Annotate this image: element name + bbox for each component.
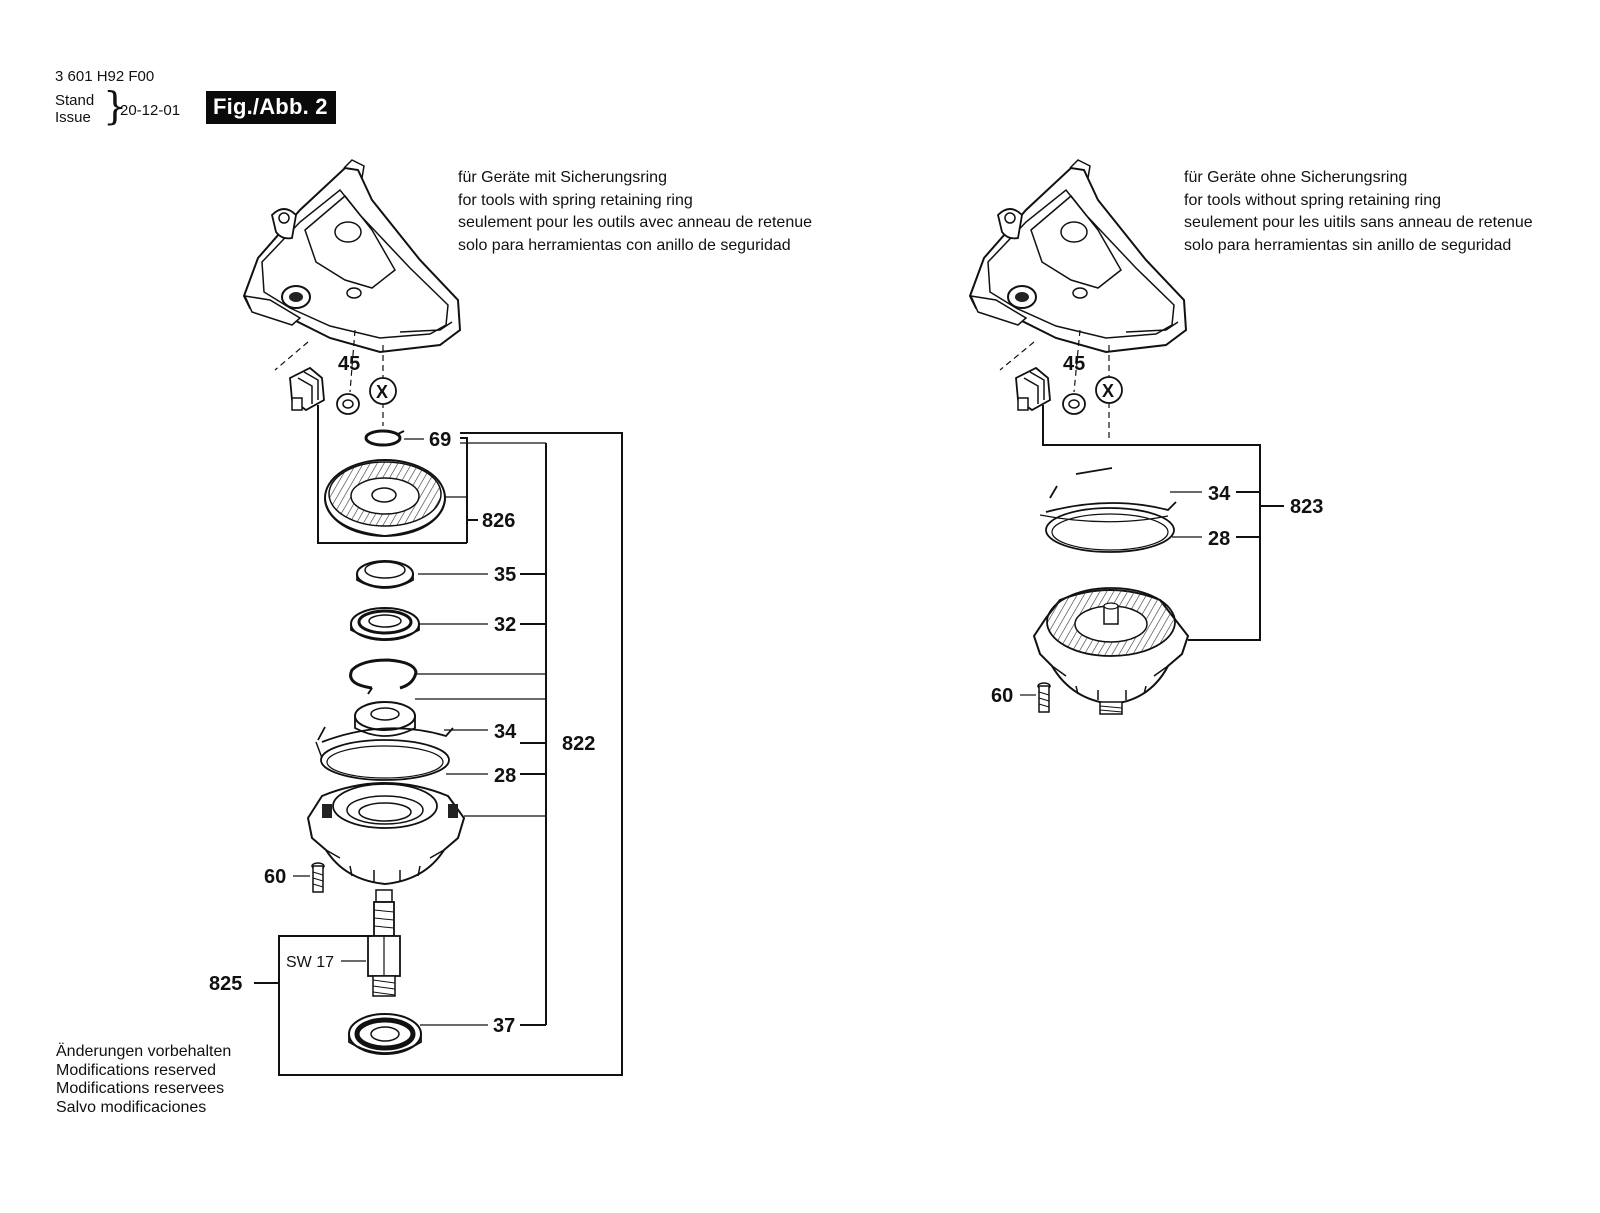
right-part-gear-flange-assembly xyxy=(1032,587,1190,715)
left-label-35: 35 xyxy=(494,564,516,586)
left-note-line-es: solo para herramientas con anillo de seg… xyxy=(458,236,791,254)
footer-line-fr: Modifications reservees xyxy=(56,1080,225,1097)
left-label-37: 37 xyxy=(493,1015,515,1037)
left-part-45-nut xyxy=(336,393,360,415)
left-part-32-bearing-seal xyxy=(350,607,420,641)
right-label-34: 34 xyxy=(1208,483,1231,505)
left-label-28: 28 xyxy=(494,765,516,787)
left-label-60: 60 xyxy=(264,866,286,888)
right-callout-x: X xyxy=(1102,381,1114,401)
left-label-32: 32 xyxy=(494,614,516,636)
right-part-28-ring xyxy=(1045,507,1175,553)
left-label-822: 822 xyxy=(562,733,595,755)
left-callout-x: X xyxy=(376,382,388,402)
issue-date: 20-12-01 xyxy=(120,102,181,119)
left-gear-housing xyxy=(242,159,462,354)
footer-disclaimer: Änderungen vorbehalten Modifications res… xyxy=(56,1043,231,1117)
left-part-28-ring xyxy=(320,739,450,781)
left-part-35-ring xyxy=(356,560,414,589)
left-part-bearing-flange xyxy=(306,782,466,886)
right-note-line-es: solo para herramientas sin anillo de seg… xyxy=(1184,236,1512,254)
left-label-825: 825 xyxy=(209,973,242,995)
right-note-line-en: for tools without spring retaining ring xyxy=(1184,191,1442,209)
right-part-34-spring xyxy=(1039,467,1177,523)
left-part-826-bevel-gear xyxy=(324,459,446,537)
right-label-823: 823 xyxy=(1290,496,1323,518)
left-note-line-fr: seulement pour les outils avec anneau de… xyxy=(458,214,813,231)
left-label-45: 45 xyxy=(338,353,360,375)
left-part-60-screw xyxy=(311,862,325,893)
right-label-45: 45 xyxy=(1063,353,1085,375)
left-part-34-spring xyxy=(315,726,454,759)
left-part-45-pinion xyxy=(289,366,325,412)
right-label-28: 28 xyxy=(1208,528,1230,550)
left-part-37-bearing xyxy=(348,1013,422,1055)
left-part-69-ring xyxy=(364,429,405,447)
left-label-sw17: SW 17 xyxy=(286,954,334,971)
left-part-circlip xyxy=(349,658,418,695)
left-callout-x-circle xyxy=(369,377,397,405)
right-part-60-screw xyxy=(1037,682,1051,713)
left-note-line-de: für Geräte mit Sicherungsring xyxy=(458,169,667,186)
left-label-69: 69 xyxy=(429,429,451,451)
right-callout-x-circle xyxy=(1095,376,1123,404)
right-gear-housing xyxy=(968,159,1188,354)
right-note-line-fr: seulement pour les uitils sans anneau de… xyxy=(1184,214,1533,231)
footer-line-en: Modifications reserved xyxy=(56,1061,217,1079)
left-label-826: 826 xyxy=(482,510,515,532)
right-part-45-nut xyxy=(1062,393,1086,415)
footer-line-es: Salvo modificaciones xyxy=(56,1098,207,1116)
left-part-spindle xyxy=(367,889,401,997)
stand-issue-label: Stand Issue xyxy=(55,92,94,126)
right-note-line-de: für Geräte ohne Sicherungsring xyxy=(1184,169,1408,186)
left-part-bearing xyxy=(354,701,416,737)
left-note: für Geräte mit Sicherungsring for tools … xyxy=(458,167,812,257)
brace-symbol: } xyxy=(103,84,128,128)
footer-line-de: Änderungen vorbehalten xyxy=(56,1043,232,1060)
left-note-line-en: for tools with spring retaining ring xyxy=(458,191,693,209)
issue-label: Issue xyxy=(55,109,91,126)
part-number: 3 601 H92 F00 xyxy=(55,68,155,85)
left-label-34: 34 xyxy=(494,721,517,743)
right-part-45-pinion xyxy=(1015,366,1051,412)
right-note: für Geräte ohne Sicherungsring for tools… xyxy=(1184,167,1533,257)
figure-label: Fig./Abb. 2 xyxy=(206,91,336,124)
stand-label: Stand xyxy=(55,92,95,109)
right-label-60: 60 xyxy=(991,685,1013,707)
